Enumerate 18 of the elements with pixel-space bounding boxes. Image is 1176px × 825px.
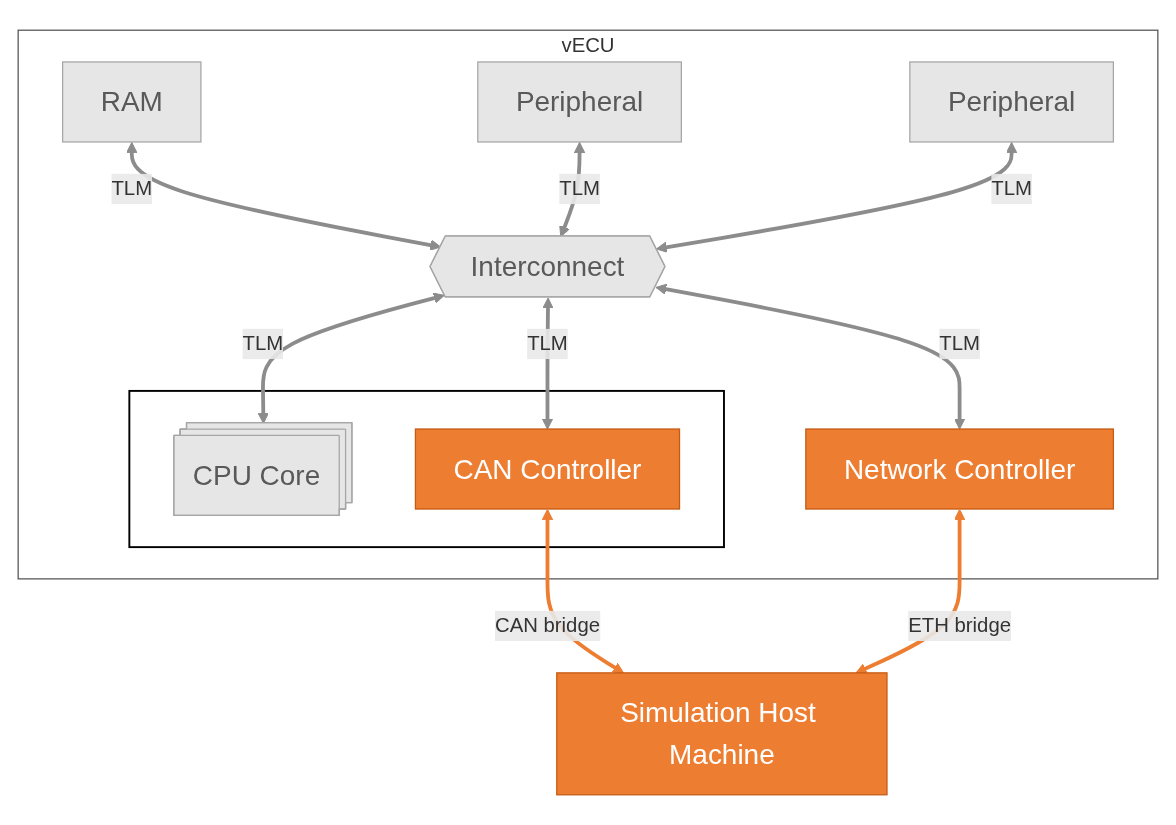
- node-box: Simulation Host Machine: [556, 672, 888, 796]
- edge-label: TLM: [527, 332, 568, 355]
- edge-label: TLM: [242, 332, 284, 355]
- edge-label: TLM: [991, 177, 1032, 200]
- edge-label: TLM: [939, 332, 980, 355]
- edge-label: CAN bridge: [494, 614, 600, 637]
- node-box: Peripheral: [477, 61, 682, 143]
- node-box: CAN Controller: [414, 428, 681, 510]
- edge-label: ETH bridge: [908, 614, 1011, 637]
- node-box: Network Controller: [805, 428, 1115, 510]
- node-box: RAM: [61, 61, 202, 143]
- edge-label: TLM: [559, 177, 600, 200]
- arrow: [126, 142, 442, 251]
- cluster: [128, 389, 725, 549]
- arrow: [656, 142, 1018, 253]
- arrow: [655, 283, 966, 430]
- node-box: Peripheral: [909, 61, 1115, 143]
- edge-label: TLM: [111, 177, 153, 200]
